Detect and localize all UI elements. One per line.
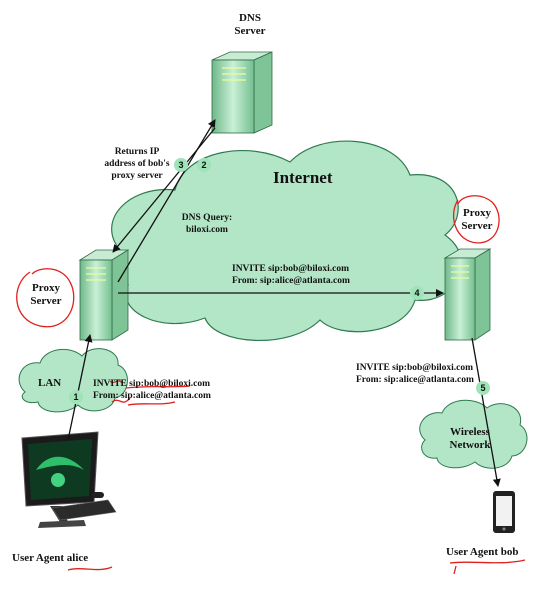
wireless-cloud	[419, 399, 528, 469]
computer-icon	[21, 431, 117, 528]
step-badge-1: 1	[69, 390, 83, 404]
user-agent-bob-label: User Agent bob	[446, 546, 519, 558]
internet-label: Internet	[273, 168, 333, 187]
step-badge-5: 5	[476, 381, 490, 395]
dns-query-label: DNS Query:biloxi.com	[181, 213, 233, 235]
arrow-step-5	[471, 337, 501, 487]
proxy-server-right-icon	[443, 248, 492, 341]
step-badge-2: 2	[197, 158, 211, 172]
step-badge-3: 3	[174, 158, 188, 172]
proxy-server-left-icon	[78, 249, 130, 341]
annotation-marks	[16, 195, 526, 575]
lan-cloud	[18, 348, 128, 413]
step-badge-4: 4	[410, 286, 424, 300]
phone-icon	[493, 491, 515, 533]
arrow-step-3	[112, 127, 216, 253]
arrow-step-1	[67, 334, 93, 441]
lan-label: LAN	[38, 377, 62, 389]
dns-server-icon	[211, 51, 273, 134]
user-agent-alice-label: User Agent alice	[12, 552, 89, 564]
